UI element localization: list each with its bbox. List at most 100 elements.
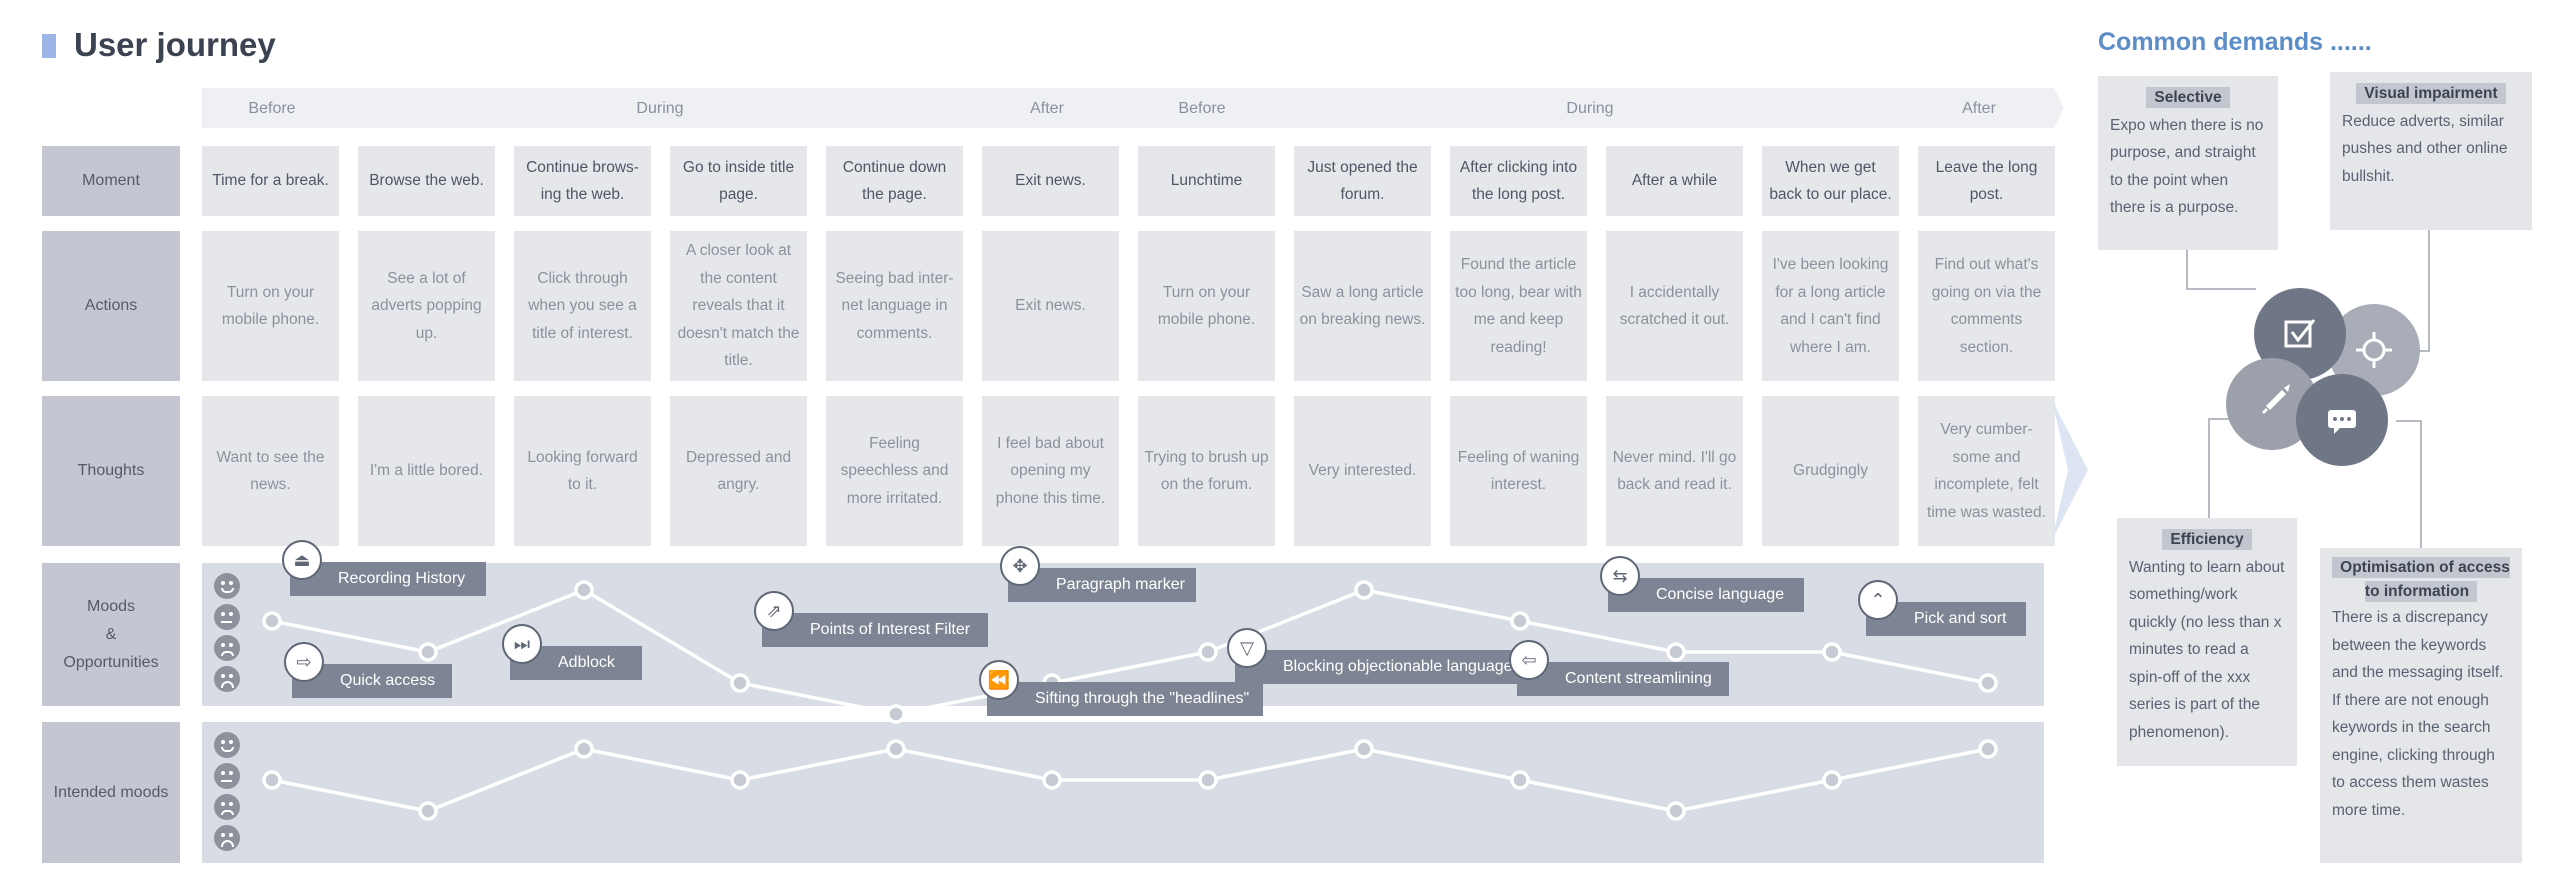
pin-icon: ⇗: [754, 591, 794, 631]
moods-label-line1: Moods: [86, 597, 136, 615]
connector: [2208, 418, 2210, 520]
phase-during-2: During: [1566, 100, 1614, 117]
title-accent: [42, 34, 56, 58]
content-face-icon: [214, 763, 240, 789]
action-cell: I accidentally scratched it out.: [1606, 231, 1743, 381]
thought-cell: Depressed and angry.: [670, 396, 807, 546]
intended-mood-point: [1510, 770, 1530, 790]
arrow-left-icon: ⇦: [1509, 640, 1549, 680]
sad-face-icon: [214, 825, 240, 851]
mood-point: [418, 642, 438, 662]
visual-text: Reduce adverts, similar pushes and other…: [2342, 112, 2508, 185]
demand-card-optimisation: Optimisation of access to information Th…: [2320, 548, 2522, 863]
row-label-moment: Moment: [42, 146, 180, 216]
intended-mood-point: [1354, 739, 1374, 759]
moment-cell: Time for a break.: [202, 146, 339, 216]
moods-label-line3: Opportunities: [63, 653, 159, 671]
moment-cell: Just opened the forum.: [1294, 146, 1431, 216]
row-label-thoughts: Thoughts: [42, 396, 180, 546]
opportunity-tag: Content streamlining: [1517, 662, 1729, 696]
crosshair-circle: [2328, 304, 2420, 396]
unhappy-face-icon: [214, 794, 240, 820]
moment-cell: Continue down the page.: [826, 146, 963, 216]
action-cell: Click through when you see a title of in…: [514, 231, 651, 381]
phase-before-2: Before: [1178, 100, 1226, 117]
selective-heading: Selective: [2146, 87, 2230, 108]
row-label-intended-moods: Intended moods: [42, 722, 180, 863]
rewind-icon: ⏪: [979, 660, 1019, 700]
thought-cell: Trying to brush up on the forum.: [1138, 396, 1275, 546]
opportunity-tag: Blocking objectionable language: [1235, 650, 1521, 684]
sad-face-icon: [214, 666, 240, 692]
action-cell: I've been looking for a long article and…: [1762, 231, 1899, 381]
demand-card-selective: Selective Expo when there is no purpose,…: [2098, 76, 2278, 250]
arrow-right-icon: ⇨: [284, 642, 324, 682]
timeline-bar: [202, 88, 2048, 128]
moods-label-line2: &: [105, 625, 117, 643]
thought-cell: Want to see the news.: [202, 396, 339, 546]
moment-cell: Exit news.: [982, 146, 1119, 216]
mood-point: [730, 673, 750, 693]
intended-mood-line: [271, 747, 1989, 813]
optimisation-heading: Optimisation of access to information: [2332, 557, 2510, 602]
demands-title: Common demands ......: [2098, 28, 2372, 56]
intended-mood-point: [262, 770, 282, 790]
intended-mood-point: [1822, 770, 1842, 790]
happy-face-icon: [214, 732, 240, 758]
opportunity-tag: Points of Interest Filter: [762, 613, 988, 647]
unhappy-face-icon: [214, 635, 240, 661]
intended-mood-point: [1042, 770, 1062, 790]
mood-point: [1354, 580, 1374, 600]
action-cell: Find out what's going on via the comment…: [1918, 231, 2055, 381]
mood-point: [1510, 611, 1530, 631]
phase-before-1: Before: [248, 100, 296, 117]
efficiency-text: Wanting to learn about something/work qu…: [2129, 558, 2285, 741]
connector: [2186, 248, 2188, 290]
section-arrow: [2052, 400, 2088, 540]
intended-mood-point: [1666, 801, 1686, 821]
thought-cell: Very interested.: [1294, 396, 1431, 546]
connector: [2186, 288, 2256, 290]
intended-mood-point: [1198, 770, 1218, 790]
thought-cell: Looking forward to it.: [514, 396, 651, 546]
visual-heading: Visual impairment: [2356, 83, 2506, 104]
action-cell: See a lot of adverts popping up.: [358, 231, 495, 381]
mood-point: [574, 580, 594, 600]
intended-mood-point: [730, 770, 750, 790]
opportunity-tag: Sifting through the "headlines": [987, 682, 1263, 716]
mood-point: [1198, 642, 1218, 662]
thought-cell: Never mind. I'll go back and read it.: [1606, 396, 1743, 546]
thought-cell: Feeling of waning interest.: [1450, 396, 1587, 546]
move-icon: ✥: [1000, 546, 1040, 586]
thought-cell: Feeling speechless and more irritated.: [826, 396, 963, 546]
chat-bubble-icon: [2328, 410, 2356, 434]
mood-point: [1978, 673, 1998, 693]
mood-point: [1666, 642, 1686, 662]
intended-mood-point: [1978, 739, 1998, 759]
moment-cell: Lunchtime: [1138, 146, 1275, 216]
intended-mood-point: [574, 739, 594, 759]
content-face-icon: [214, 604, 240, 630]
timeline-arrow: [2044, 88, 2064, 128]
opportunity-tag: Paragraph marker: [1008, 568, 1196, 602]
moment-cell: Continue brows-ing the web.: [514, 146, 651, 216]
selective-text: Expo when there is no purpose, and strai…: [2110, 116, 2264, 217]
phase-during-1: During: [636, 100, 684, 117]
action-cell: Seeing bad inter-net language in comment…: [826, 231, 963, 381]
connector: [2428, 228, 2430, 352]
moment-cell: When we get back to our place.: [1762, 146, 1899, 216]
row-label-moods: Moods & Opportunities: [42, 563, 180, 706]
moment-cell: Leave the long post.: [1918, 146, 2055, 216]
intended-mood-point: [886, 739, 906, 759]
mood-point: [1822, 642, 1842, 662]
page-title: User journey: [74, 26, 276, 63]
checkbox-circle: [2254, 288, 2346, 380]
thought-cell: Grudgingly: [1762, 396, 1899, 546]
chevrons-up-icon: ⌃: [1858, 580, 1898, 620]
connector: [2420, 420, 2422, 548]
action-cell: A closer look at the content reveals tha…: [670, 231, 807, 381]
happy-face-icon: [214, 573, 240, 599]
action-cell: Exit news.: [982, 231, 1119, 381]
intended-moods-band: [202, 722, 2044, 863]
